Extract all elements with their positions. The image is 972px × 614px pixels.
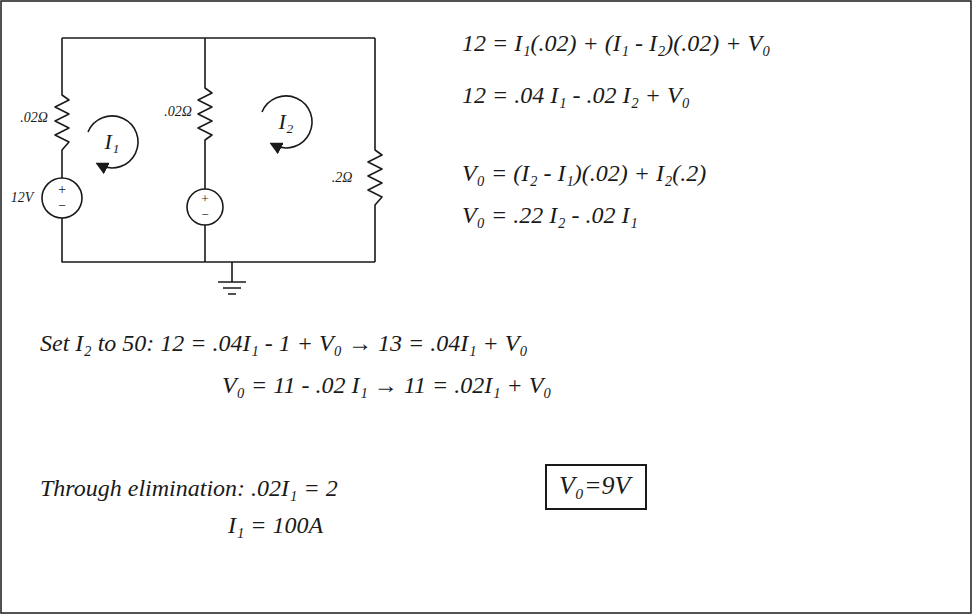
top-wire xyxy=(62,37,375,39)
polarity-mark: + xyxy=(57,182,66,198)
resistor-label: .02Ω xyxy=(20,110,48,126)
mesh-current-label: I₁ xyxy=(105,129,120,154)
answer-text: V₀=9V xyxy=(559,471,633,501)
mesh-current-label: I₂ xyxy=(279,109,294,134)
equation-line: 12 = I₁(.02) + (I₁ - I₂)(.02) + V₀ xyxy=(462,30,771,58)
ground-symbol xyxy=(218,262,246,294)
voltage-source-symbol xyxy=(42,178,82,218)
equation-line: 12 = .04 I₁ - .02 I₂ + V₀ xyxy=(462,82,690,110)
resistor-label: .2Ω xyxy=(332,170,353,186)
polarity-mark: + xyxy=(201,192,210,207)
right-resistor-branch xyxy=(368,38,382,262)
mesh-current-arrow xyxy=(88,116,138,168)
polarity-mark: − xyxy=(57,198,66,214)
equation-line: Set I₂ to 50: 12 = .04I₁ - 1 + V₀ → 13 =… xyxy=(40,330,528,358)
middle-wire xyxy=(204,225,206,262)
mesh-current-arrow xyxy=(262,96,312,148)
left-resistor-branch xyxy=(55,38,69,178)
middle-resistor-branch xyxy=(198,38,212,189)
equation-line: I₁ = 100A xyxy=(228,512,323,540)
equation-line: Through elimination: .02I₁ = 2 xyxy=(40,475,338,503)
polarity-mark: − xyxy=(201,208,210,223)
equation-line: V₀ = .22 I₂ - .02 I₁ xyxy=(462,202,638,230)
equation-line: V₀ = (I₂ - I₁)(.02) + I₂(.2) xyxy=(462,160,706,188)
answer-box: V₀=9V xyxy=(545,464,647,510)
bottom-wire xyxy=(62,218,375,262)
source-voltage-label: 12V xyxy=(11,190,34,206)
resistor-label: .02Ω xyxy=(164,104,192,120)
voltage-source-symbol xyxy=(187,189,223,225)
equation-line: V₀ = 11 - .02 I₁ → 11 = .02I₁ + V₀ xyxy=(222,372,552,400)
